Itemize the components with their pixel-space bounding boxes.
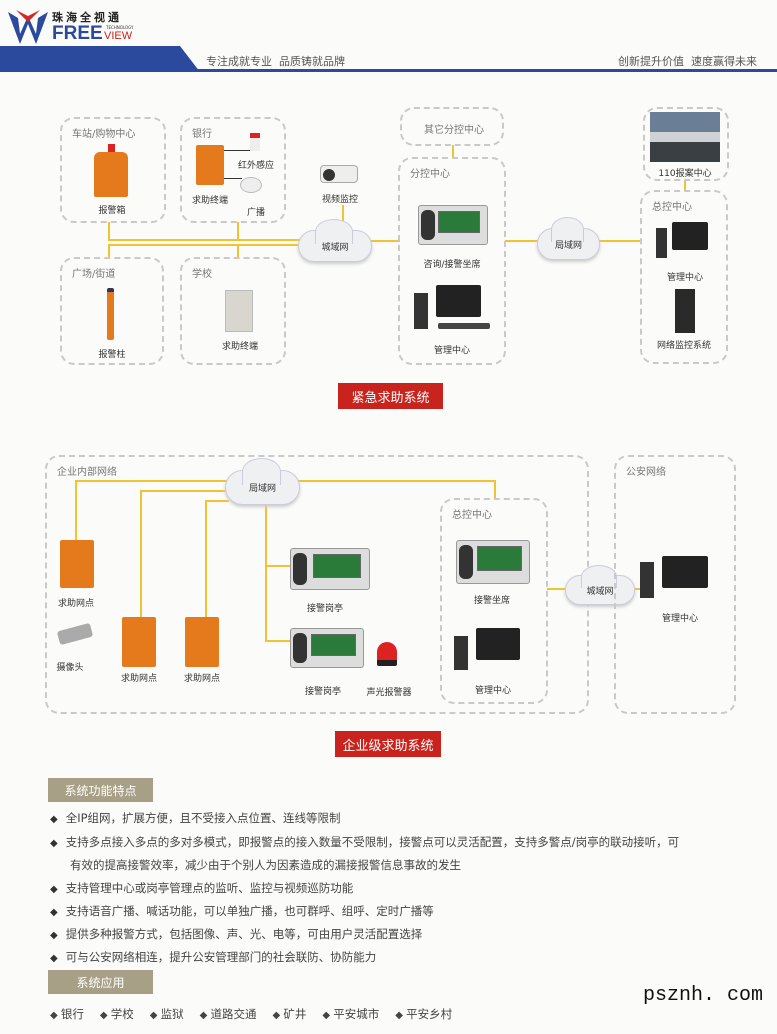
- label-help-point-1: 求助网点: [57, 599, 95, 609]
- diamond-bullet-icon: ◆: [50, 953, 58, 964]
- zone-bank: 银行: [180, 117, 286, 223]
- control-room-photo: [650, 112, 720, 162]
- application-item: ◆ 道路交通: [199, 1007, 257, 1021]
- label-help-point-3: 求助网点: [183, 674, 221, 684]
- feature-item-continued: 有效的提高接警效率，减少由于个别人为因素造成的漏接报警信息事故的发生: [70, 858, 461, 872]
- header-band: [0, 46, 200, 72]
- console-phone-icon: [456, 540, 530, 584]
- label-alarm-box: 报警箱: [98, 206, 126, 216]
- label-mgmt-sub: 管理中心: [433, 346, 471, 356]
- label-mgmt-main: 管理中心: [666, 273, 704, 283]
- zone-other-sub-control: 其它分控中心: [400, 107, 504, 146]
- label-broadcast: 广播: [246, 208, 266, 218]
- label-booth-1: 接警岗亭: [306, 604, 344, 614]
- zone-110-center: [643, 107, 729, 181]
- computer-icon: [656, 222, 716, 264]
- cloud-lan: 局域网: [537, 217, 600, 260]
- label-help-terminal-school: 求助终端: [221, 342, 259, 352]
- zone-main-control: 总控中心: [640, 190, 728, 364]
- application-item: ◆ 监狱: [149, 1007, 184, 1021]
- booth-phone-icon: [290, 628, 364, 668]
- feature-item: ◆提供多种报警方式，包括图像、声、光、电等，可由用户灵活配置选择: [50, 927, 423, 941]
- booth-phone-icon: [290, 548, 370, 590]
- zone-station: 车站/购物中心: [60, 117, 166, 223]
- label-help-point-2: 求助网点: [120, 674, 158, 684]
- beacon-icon: [108, 144, 115, 152]
- label-console: 接警坐席: [473, 596, 511, 606]
- feature-item: ◆全IP组网，扩展方便，且不受接入点位置、连线等限制: [50, 811, 341, 825]
- application-item: ◆ 矿井: [272, 1007, 307, 1021]
- cloud-lan: 局域网: [225, 457, 300, 505]
- computer-icon: [414, 285, 494, 335]
- label-mgmt: 管理中心: [474, 686, 512, 696]
- zone-main-control: 总控中心: [440, 498, 548, 704]
- feature-item: ◆支持多点接入多点的多对多模式，即报警点的接入数量不受限制，接警点可以灵活配置，…: [50, 835, 680, 849]
- zone-school: 学校: [180, 257, 286, 365]
- help-terminal-icon: [196, 145, 224, 185]
- server-tower-icon: [675, 289, 695, 333]
- diagram2-title: 企业级求助系统: [335, 731, 441, 757]
- slogan-left: 专注成就专业 品质铸就品牌: [206, 55, 345, 68]
- infrared-sensor-icon: [250, 133, 260, 151]
- feature-item: ◆支持管理中心或岗亭管理点的监听、监控与视频巡防功能: [50, 881, 354, 895]
- watermark: psznh. com: [643, 984, 764, 1007]
- brand-cn: 珠海全视通: [52, 11, 122, 24]
- label-help-terminal-bank: 求助终端: [191, 196, 229, 206]
- alarm-box-icon: [94, 152, 128, 197]
- help-point-icon: [122, 617, 156, 667]
- application-item: ◆ 学校: [99, 1007, 134, 1021]
- applications-heading: 系统应用: [48, 970, 153, 994]
- computer-icon: [640, 556, 720, 604]
- header-rule: [190, 69, 777, 72]
- diamond-bullet-icon: ◆: [50, 814, 58, 825]
- video-camera-icon: [320, 165, 358, 183]
- applications-list: ◆ 银行 ◆ 学校 ◆ 监狱 ◆ 道路交通 ◆ 矿井 ◆ 平安城市 ◆ 平安乡村: [50, 1006, 452, 1022]
- zone-plaza: 广场/街道: [60, 257, 164, 365]
- zone-sub-control: 分控中心: [398, 157, 506, 365]
- alarm-pillar-icon: [107, 288, 114, 340]
- cloud-metro-network: 城域网: [298, 219, 372, 262]
- label-booth-2: 接警岗亭: [304, 687, 342, 697]
- siren-icon: [377, 642, 397, 666]
- diamond-bullet-icon: ◆: [50, 884, 58, 895]
- application-item: ◆ 平安城市: [322, 1007, 380, 1021]
- help-terminal-school-icon: [225, 290, 253, 332]
- label-siren: 声光报警器: [366, 688, 412, 698]
- brand-en-sub: VIEW: [104, 30, 133, 42]
- features-heading: 系统功能特点: [48, 778, 153, 802]
- zone-police-network: 公安网络: [614, 455, 736, 714]
- label-camera: 摄像头: [56, 663, 84, 673]
- slogan-right: 创新提升价值 速度赢得未来: [618, 55, 757, 68]
- label-net-monitor: 网络监控系统: [656, 341, 712, 351]
- diamond-bullet-icon: ◆: [50, 907, 58, 918]
- diagram1-title: 紧急求助系统: [338, 383, 443, 409]
- cloud-metro-network: 城域网: [565, 564, 635, 605]
- label-alarm-pillar: 报警柱: [98, 350, 126, 360]
- speaker-icon: [240, 177, 262, 193]
- label-console: 咨询/接警坐席: [423, 260, 481, 270]
- label-police-mgmt: 管理中心: [661, 614, 699, 624]
- label-video: 视频监控: [321, 195, 359, 205]
- computer-icon: [454, 628, 532, 676]
- application-item: ◆ 银行: [50, 1007, 84, 1021]
- label-110: 110报案中心: [658, 169, 712, 179]
- application-item: ◆ 平安乡村: [395, 1007, 453, 1021]
- logo: 珠海全视通 FREE VIEW TECHNOLOGY: [6, 6, 146, 46]
- logo-mark-icon: [8, 10, 48, 44]
- feature-item: ◆可与公安网络相连，提升公安管理部门的社会联防、协防能力: [50, 950, 377, 964]
- help-point-icon: [60, 540, 94, 588]
- brand-tech: TECHNOLOGY: [106, 25, 134, 30]
- feature-item: ◆支持语音广播、喊话功能，可以单独广播，也可群呼、组呼、定时广播等: [50, 904, 434, 918]
- diamond-bullet-icon: ◆: [50, 838, 58, 849]
- help-point-icon: [185, 617, 219, 667]
- console-phone-icon: [418, 205, 488, 245]
- diamond-bullet-icon: ◆: [50, 930, 58, 941]
- brand-en: FREE: [52, 23, 103, 44]
- label-infrared: 红外感应: [237, 161, 275, 171]
